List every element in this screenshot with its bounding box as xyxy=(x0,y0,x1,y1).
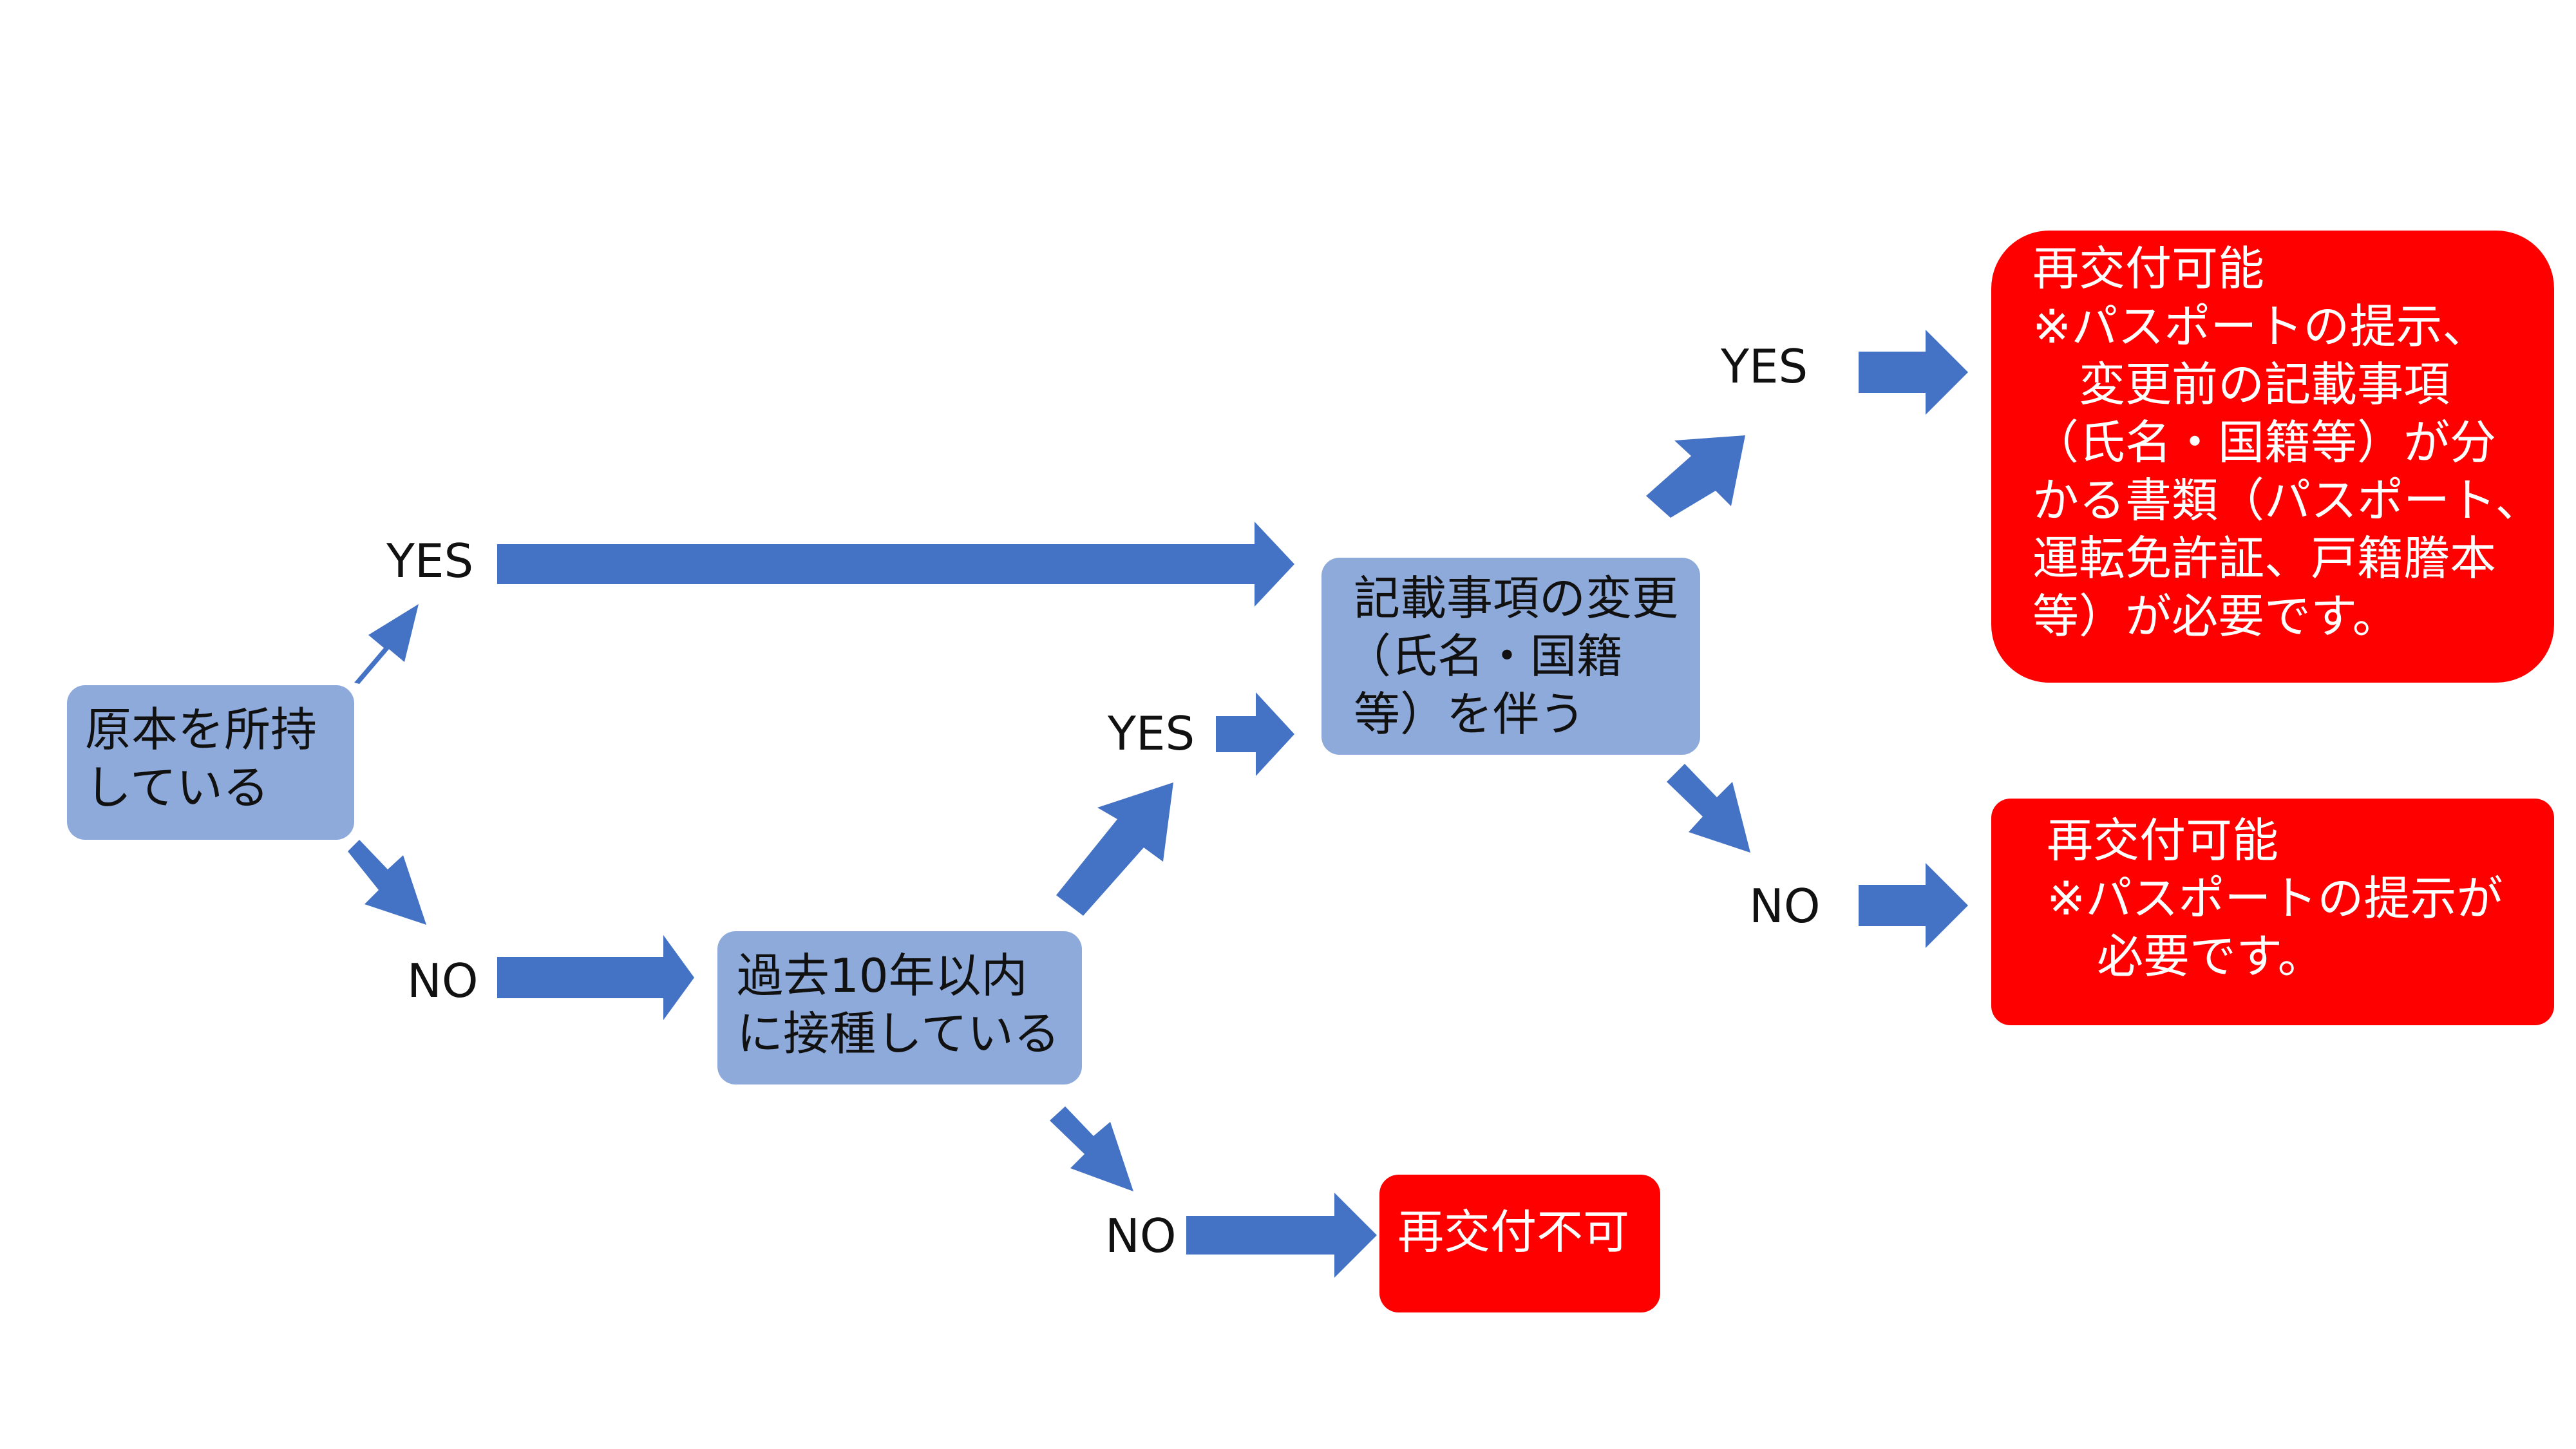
arrow-change-to-yes xyxy=(1646,435,1745,518)
vaccinated-node-line: 過去10年以内 xyxy=(737,949,1028,1003)
result-line: 再交付不可 xyxy=(1397,1205,1630,1259)
result-line: 変更前の記載事項 xyxy=(2079,357,2450,412)
vaccinated-node-line: に接種している xyxy=(737,1007,1060,1061)
arrow-vaccinated-yes-to-change xyxy=(1216,692,1294,776)
change-node-line: （氏名・国籍 xyxy=(1345,629,1624,683)
start-node: 原本を所持 している xyxy=(67,685,354,840)
result-reissue-denied: 再交付不可 xyxy=(1379,1175,1660,1312)
arrow-start-no-to-vaccinated xyxy=(497,935,694,1020)
arrow-change-yes-to-result xyxy=(1859,330,1968,415)
result-reissue-with-passport: 再交付可能 ※パスポートの提示が 必要です。 xyxy=(1991,799,2554,1025)
vaccinated-node: 過去10年以内 に接種している xyxy=(717,931,1082,1084)
arrow-vaccinated-to-yes xyxy=(1056,782,1173,916)
arrow-start-to-yes xyxy=(354,604,419,684)
edge-label-vaccinated-no: NO xyxy=(1105,1209,1177,1263)
arrow-vaccinated-no-to-denied xyxy=(1186,1193,1377,1278)
arrow-change-no-to-result xyxy=(1859,863,1968,948)
result-line: 再交付可能 xyxy=(2032,242,2265,296)
change-node: 記載事項の変更 （氏名・国籍 等）を伴う xyxy=(1321,558,1700,755)
result-line: かる書類（パスポート、 xyxy=(2032,473,2542,527)
start-node-line: している xyxy=(85,761,269,815)
edge-label-change-no: NO xyxy=(1749,879,1821,933)
arrow-start-to-no xyxy=(348,840,426,925)
change-node-line: 等）を伴う xyxy=(1354,687,1586,741)
result-line: 等）が必要です。 xyxy=(2032,589,2399,643)
result-line: 必要です。 xyxy=(2097,929,2324,983)
result-line: ※パスポートの提示、 xyxy=(2032,299,2489,354)
result-line: （氏名・国籍等）が分 xyxy=(2032,415,2497,469)
change-node-line: 記載事項の変更 xyxy=(1354,571,1679,625)
result-reissue-with-documents: 再交付可能 ※パスポートの提示、 変更前の記載事項 （氏名・国籍等）が分 かる書… xyxy=(1991,231,2554,683)
start-node-line: 原本を所持 xyxy=(85,703,317,757)
edge-label-start-yes: YES xyxy=(386,534,474,588)
arrow-vaccinated-to-no xyxy=(1050,1106,1133,1191)
arrow-change-to-no xyxy=(1667,764,1750,853)
edge-label-start-no: NO xyxy=(407,954,478,1008)
result-line: 再交付可能 xyxy=(2047,813,2279,867)
result-line: ※パスポートの提示が xyxy=(2047,871,2503,925)
edge-label-change-yes: YES xyxy=(1721,339,1808,393)
arrow-start-yes-to-change xyxy=(497,522,1294,607)
result-line: 運転免許証、戸籍謄本 xyxy=(2032,531,2497,585)
edge-label-vaccinated-yes: YES xyxy=(1108,706,1195,761)
